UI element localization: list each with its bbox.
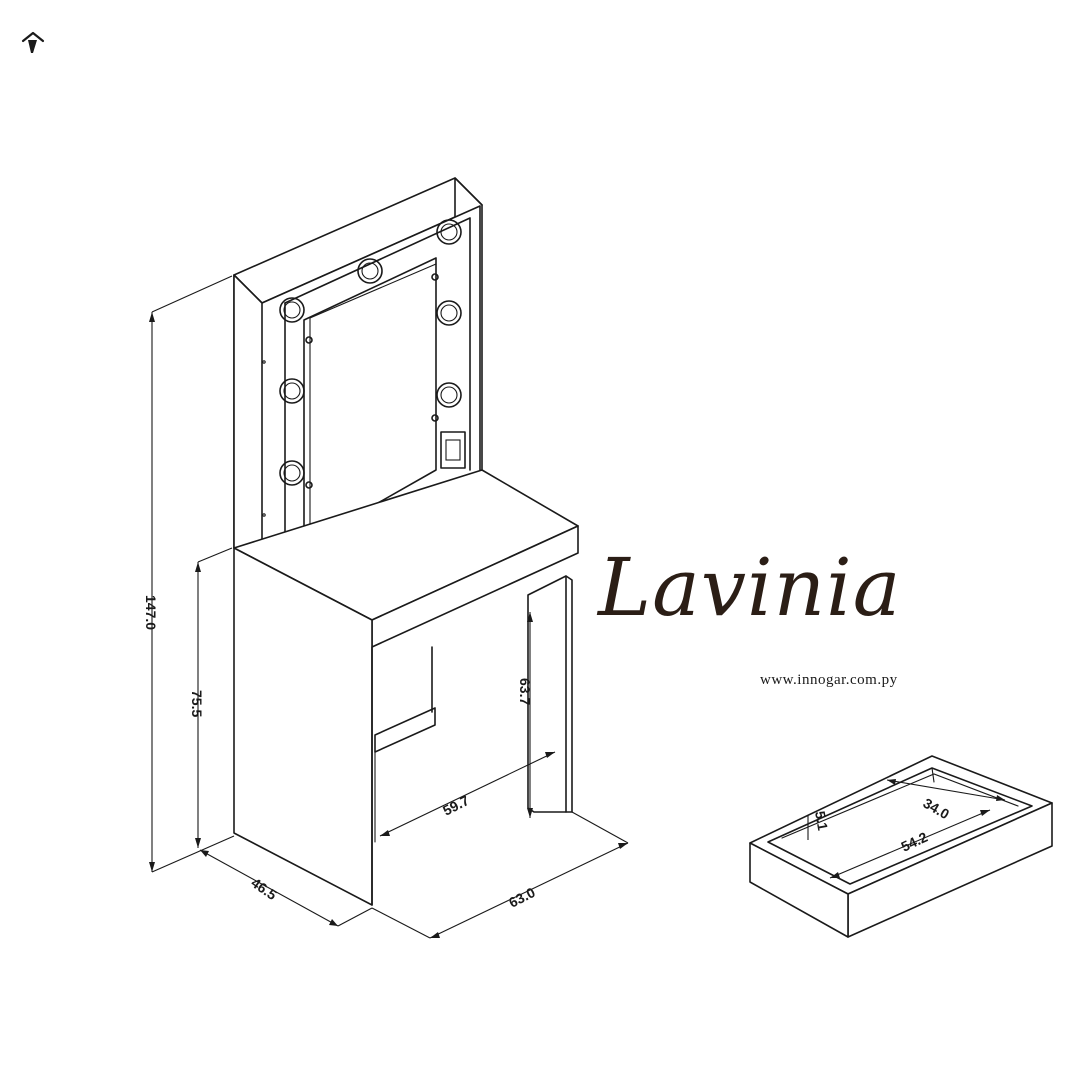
drawer-detail — [749, 755, 1053, 938]
power-switch-icon — [440, 431, 466, 469]
knee-height-label: 63.7 — [517, 678, 533, 705]
light-bulb-icon — [436, 300, 462, 326]
knee-width-label: 59.7 — [440, 792, 472, 819]
light-bulb-icon — [279, 378, 305, 404]
dimension-lines — [149, 275, 629, 939]
brand-name: Lavinia — [598, 541, 902, 634]
desk-height-label: 75.5 — [189, 690, 205, 717]
light-bulb-icon — [279, 297, 305, 323]
total-height-label: 147.0 — [143, 595, 159, 630]
mirror-cabinet — [233, 177, 483, 571]
light-bulb-icon — [436, 382, 462, 408]
light-bulb-icon — [357, 258, 383, 284]
innogar-logo-icon — [21, 31, 45, 53]
drawer-height-label: 5.1 — [812, 810, 831, 832]
light-bulb-icon — [436, 219, 462, 245]
light-bulb-icon — [279, 460, 305, 486]
brand-url: www.innogar.com.py — [760, 672, 898, 688]
